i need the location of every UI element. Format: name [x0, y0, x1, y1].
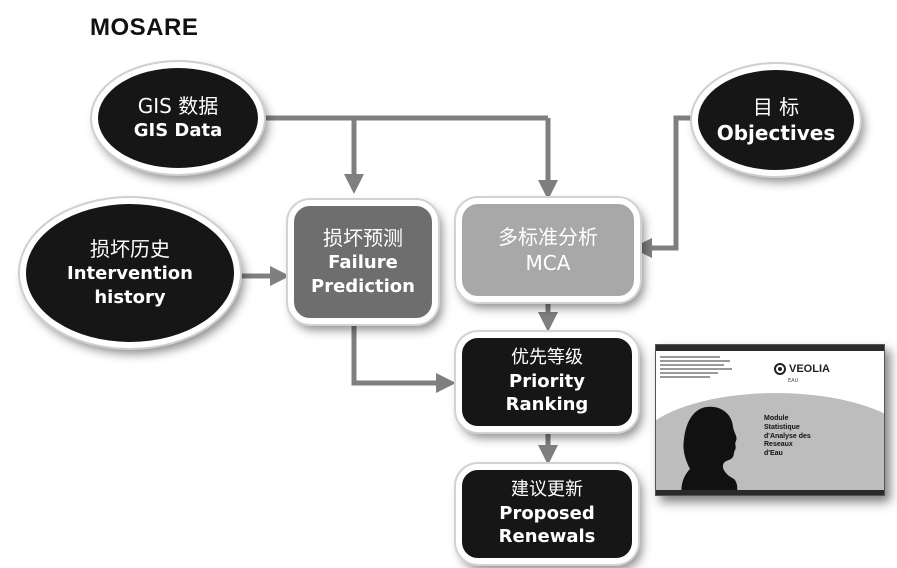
- node-renewals-en-1: Proposed: [499, 502, 595, 524]
- node-history-en-2: history: [94, 286, 166, 308]
- screenshot-statusbar: [656, 490, 884, 495]
- node-ranking-zh: 优先等级: [511, 347, 583, 369]
- module-line-4: Reseaux: [764, 441, 793, 449]
- screenshot-address-text: [660, 354, 750, 380]
- software-screenshot: VEOLIA EAU Module Statistique d'Analyse …: [655, 344, 885, 496]
- node-history-zh: 损坏历史: [90, 237, 170, 262]
- node-failure-zh: 损坏预测: [323, 226, 403, 251]
- module-line-1: Module: [764, 415, 789, 422]
- screenshot-menubar: [656, 345, 884, 351]
- node-renewals-zh: 建议更新: [511, 479, 583, 501]
- node-ranking-en-2: Ranking: [505, 394, 589, 416]
- node-objectives-en: Objectives: [716, 120, 836, 145]
- node-failure-en-2: Prediction: [311, 275, 415, 297]
- veolia-logo-name: VEOLIA: [789, 363, 830, 375]
- module-line-3: d'Analyse des: [764, 432, 811, 440]
- module-title: Module Statistique d'Analyse des Reseaux…: [764, 415, 811, 459]
- node-gis-data-zh: GIS 数据: [137, 93, 219, 118]
- arrow-objectives-to-mca: [632, 115, 698, 258]
- node-objectives-zh: 目 标: [752, 94, 800, 119]
- node-objectives: 目 标 Objectives: [692, 64, 860, 176]
- veolia-logo-icon: [774, 363, 786, 375]
- node-ranking-en-1: Priority: [509, 370, 585, 392]
- module-line-5: d'Eau: [764, 450, 783, 457]
- module-line-2: Statistique: [764, 423, 800, 431]
- node-failure-prediction: 损坏预测 Failure Prediction: [288, 200, 438, 324]
- node-gis-data: GIS 数据 GIS Data: [92, 62, 264, 174]
- node-mca: 多标准分析 MCA: [456, 198, 640, 302]
- node-mca-en: MCA: [525, 250, 571, 275]
- node-history-en-1: Intervention: [67, 263, 193, 285]
- profile-silhouette-icon: [681, 406, 738, 495]
- node-intervention-history: 损坏历史 Intervention history: [20, 198, 240, 348]
- node-priority-ranking: 优先等级 Priority Ranking: [456, 332, 638, 432]
- node-mca-zh: 多标准分析: [498, 224, 598, 249]
- diagram-title: MOSARE: [90, 14, 199, 41]
- node-gis-data-en: GIS Data: [133, 119, 223, 141]
- node-failure-en-1: Failure: [328, 252, 398, 274]
- arrow-failure-to-ranking: [351, 318, 456, 393]
- veolia-logo: VEOLIA: [774, 363, 830, 375]
- node-renewals-en-2: Renewals: [498, 526, 596, 548]
- node-proposed-renewals: 建议更新 Proposed Renewals: [456, 464, 638, 564]
- veolia-logo-sub: EAU: [788, 378, 799, 384]
